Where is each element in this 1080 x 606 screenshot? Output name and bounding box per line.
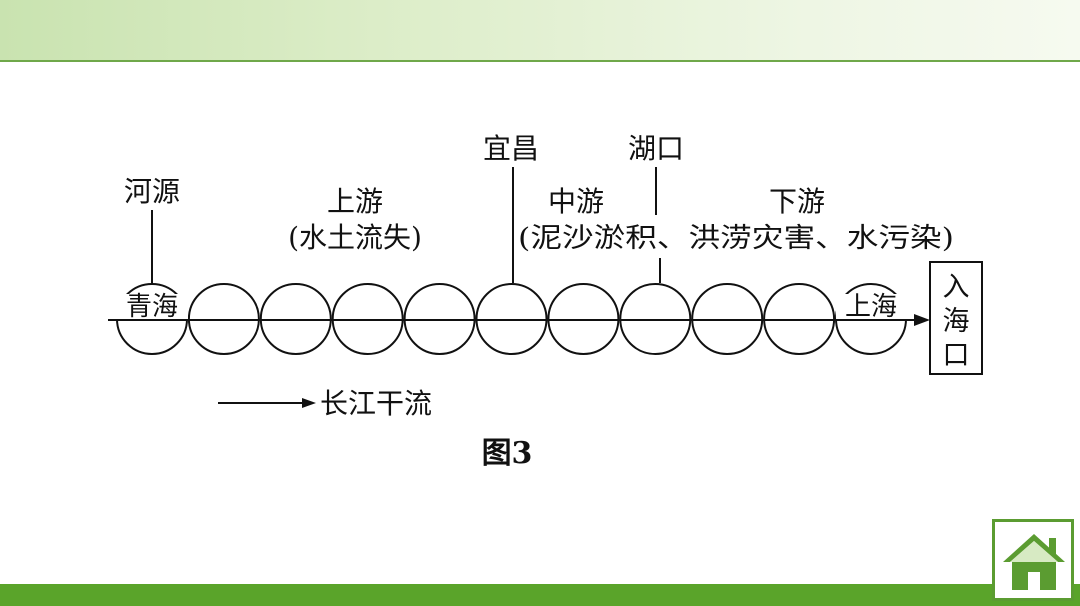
lower-reach-label: 下游 (769, 185, 825, 218)
estuary-box (929, 261, 983, 375)
hukou-label: 湖口 (628, 132, 684, 165)
qinghai-label-bg (116, 294, 188, 319)
bottom-bar (0, 584, 1080, 606)
estuary-char-1: 入 (943, 272, 970, 303)
middle-reach-label: 中游 (548, 185, 604, 218)
home-icon (1003, 534, 1065, 590)
estuary-char-3: 口 (943, 340, 970, 371)
yichang-label: 宜昌 (483, 132, 539, 165)
banner-divider (0, 60, 1080, 62)
shanghai-label-bg (836, 294, 908, 319)
home-button[interactable] (992, 519, 1074, 601)
legend-label: 长江干流 (320, 387, 432, 420)
qinghai-label: 青海 (126, 292, 178, 322)
figure-caption: 图3 (482, 436, 533, 471)
axis-arrowhead (914, 314, 930, 326)
estuary-char-2: 海 (943, 306, 970, 337)
shanghai-label: 上海 (845, 292, 897, 322)
source-label: 河源 (124, 175, 180, 208)
top-banner (0, 0, 1080, 60)
mid-lower-note: (泥沙淤积、洪涝灾害、水污染) (518, 223, 954, 254)
legend-arrowhead (302, 398, 316, 408)
upper-reach-note: (水土流失) (288, 221, 422, 254)
upper-reach-label: 上游 (327, 185, 383, 218)
